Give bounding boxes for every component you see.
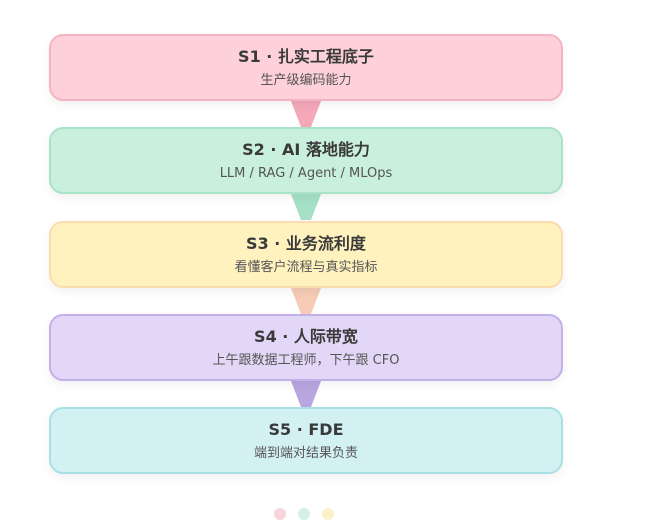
stage-card-s4: S4 · 人际带宽 上午跟数据工程师，下午跟 CFO [49,314,563,381]
footer-dot [322,508,334,520]
stage-title: S4 · 人际带宽 [254,327,358,346]
stage-subtitle: 看懂客户流程与真实指标 [234,260,378,275]
connector-arrow-icon [291,101,321,127]
connector-s4-s5 [290,381,322,407]
connector-s1-s2 [290,101,322,127]
stage-subtitle: 上午跟数据工程师，下午跟 CFO [212,353,400,368]
connector-s2-s3 [290,194,322,220]
connector-arrow-icon [291,194,321,220]
footer-dot [298,508,310,520]
stage-title: S3 · 业务流利度 [246,234,366,253]
footer-dot [274,508,286,520]
footer-dots [274,508,344,520]
connector-s3-s4 [290,288,322,314]
stage-subtitle: LLM / RAG / Agent / MLOps [219,166,393,181]
stage-title: S1 · 扎实工程底子 [238,47,374,66]
stage-card-s5: S5 · FDE 端到端对结果负责 [49,407,563,474]
stage-subtitle: 端到端对结果负责 [253,446,358,461]
stage-card-s3: S3 · 业务流利度 看懂客户流程与真实指标 [49,221,563,288]
stage-title: S5 · FDE [268,420,344,439]
connector-arrow-icon [291,288,321,314]
stage-card-s1: S1 · 扎实工程底子 生产级编码能力 [49,34,563,101]
connector-arrow-icon [291,381,321,407]
stage-card-s2: S2 · AI 落地能力 LLM / RAG / Agent / MLOps [49,127,563,194]
stage-title: S2 · AI 落地能力 [242,140,370,159]
stage-subtitle: 生产级编码能力 [260,73,352,88]
